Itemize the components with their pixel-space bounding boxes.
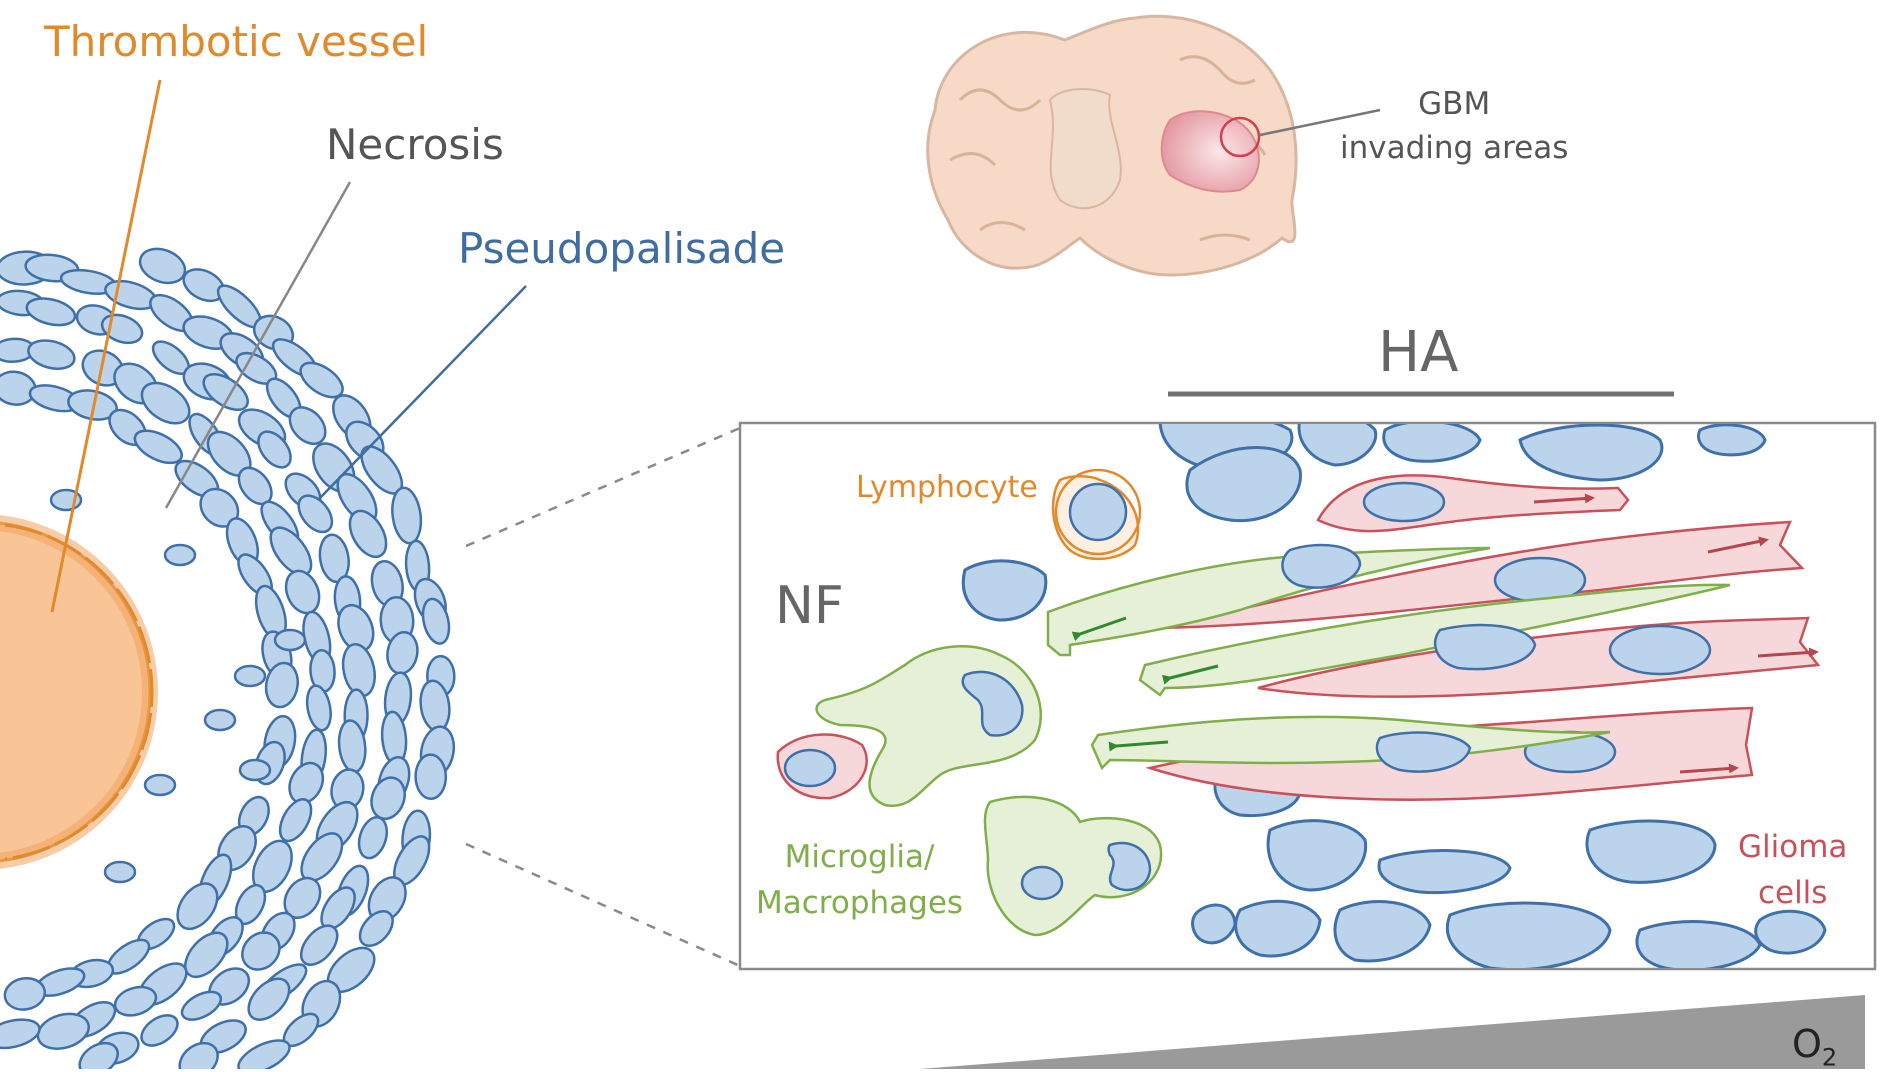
palisade-cell: [3, 976, 47, 1011]
pseudopalisade-leader-line: [317, 285, 527, 501]
palisade-cell: [140, 381, 191, 425]
pseudopalisade-cells: [0, 247, 456, 1069]
gbm-highlight-circle: [1219, 116, 1261, 158]
palisade-cell: [357, 816, 388, 860]
lymphocyte-label: Lymphocyte: [856, 470, 1038, 505]
palisade-cell: [78, 1041, 119, 1069]
necrotic-cell: [203, 708, 237, 732]
palisade-cell: [140, 1014, 179, 1047]
palisade-cell: [184, 931, 229, 979]
palisade-cell: [297, 494, 334, 534]
palisade-cell: [414, 753, 448, 801]
palisade-cell: [36, 1012, 90, 1050]
necrotic-cell: [103, 860, 137, 884]
pseudopalisade-label: Pseudopalisade: [458, 224, 786, 273]
palisade-cell: [391, 486, 423, 545]
thrombotic-vessel-icon: [0, 515, 159, 869]
necrotic-cell: [273, 628, 307, 652]
necrotic-cell: [233, 664, 267, 688]
gbm-label: GBM invading areas: [1340, 82, 1568, 170]
microglia-nuclei: [961, 482, 1537, 901]
o2-label-base: O: [1792, 1022, 1822, 1066]
microglia-label-line1: Microglia/: [784, 839, 935, 875]
nf-label: NF: [775, 576, 844, 636]
necrotic-cell: [163, 543, 197, 567]
glioma-label-line1: Glioma: [1738, 829, 1848, 865]
o2-label-sub: 2: [1821, 1043, 1838, 1072]
zoom-panel: [738, 421, 1877, 971]
palisade-cell: [299, 361, 344, 399]
ha-label: HA: [1378, 320, 1459, 385]
palisade-cell: [257, 430, 292, 469]
palisade-cell: [241, 931, 281, 971]
migration-arrow-icon: [1071, 493, 1819, 774]
necrosis-label: Necrosis: [326, 120, 504, 169]
microglia-label: Microglia/ Macrophages: [756, 834, 963, 926]
necrosis-leader-line: [164, 181, 352, 509]
gbm-label-line1: GBM: [1418, 86, 1491, 122]
palisade-cell: [25, 297, 77, 327]
zoom-line-bottom: [465, 842, 741, 968]
palisade-cell: [278, 798, 313, 843]
free-cells: [962, 559, 1048, 622]
necrotic-cells: [49, 488, 307, 884]
o2-label: O2: [1792, 1022, 1837, 1072]
microglia-label-line2: Macrophages: [756, 885, 964, 921]
palisade-cell: [138, 247, 187, 285]
gbm-leader-line: [1259, 108, 1381, 137]
zoom-line-top: [465, 426, 741, 548]
palisade-cell: [27, 339, 76, 370]
o2-gradient: [920, 995, 1865, 1069]
palisade-cell: [284, 569, 321, 615]
palisade-cell: [288, 406, 327, 445]
brain-coronal-section-icon: [926, 14, 1381, 277]
tissue-cells: [962, 424, 1827, 968]
thrombotic-vessel-label: Thrombotic vessel: [44, 17, 429, 66]
palisade-cell: [180, 990, 223, 1021]
palisade-cell: [421, 597, 451, 645]
palisade-cell: [264, 661, 299, 709]
palisade-cell: [348, 509, 388, 559]
gbm-label-line2: invading areas: [1340, 130, 1569, 166]
thrombotic-leader-line: [50, 79, 162, 613]
necrotic-cell: [143, 773, 177, 797]
glioma-label: Glioma cells: [1738, 824, 1847, 916]
palisade-cell: [178, 1041, 219, 1069]
palisade-cell: [202, 372, 249, 412]
lymphocyte-icon: [1054, 468, 1142, 556]
palisade-cell: [299, 924, 339, 966]
glioma-label-line2: cells: [1757, 875, 1828, 911]
palisade-cell: [358, 910, 394, 947]
palisade-cell: [133, 429, 183, 465]
necrotic-cell: [238, 758, 272, 782]
palisade-cell: [247, 977, 291, 1021]
palisade-cell: [0, 1018, 41, 1050]
palisade-cell: [176, 882, 219, 931]
palisade-cell: [305, 684, 332, 732]
